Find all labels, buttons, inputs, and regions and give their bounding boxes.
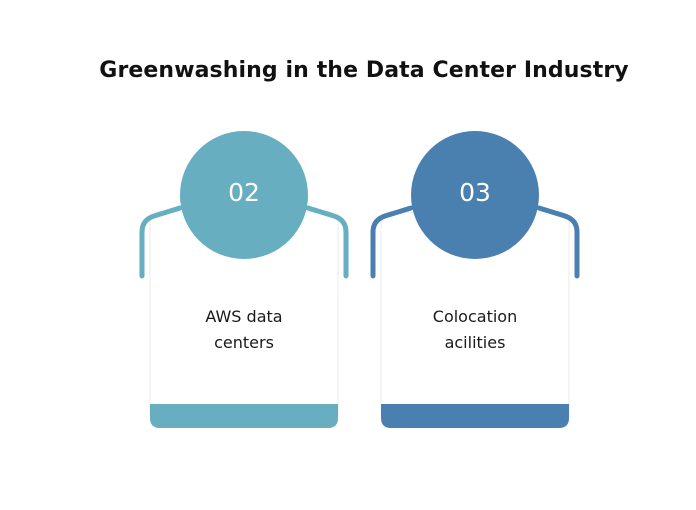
card-02: 02 AWS data centers — [139, 131, 349, 432]
card-03-frame — [370, 131, 580, 428]
step-label: Colocation acilities — [371, 304, 579, 356]
card-02-frame — [139, 131, 349, 428]
step-label-line: acilities — [444, 333, 506, 352]
step-label: AWS data centers — [140, 304, 348, 356]
step-label-line: AWS data — [205, 307, 283, 326]
step-number: 02 — [228, 178, 260, 207]
step-label-line: centers — [214, 333, 274, 352]
card-03: 03 Colocation acilities — [370, 131, 580, 432]
step-label-line: Colocation — [432, 307, 518, 326]
step-number: 03 — [459, 178, 491, 207]
page-title: Greenwashing in the Data Center Industry — [99, 58, 629, 83]
